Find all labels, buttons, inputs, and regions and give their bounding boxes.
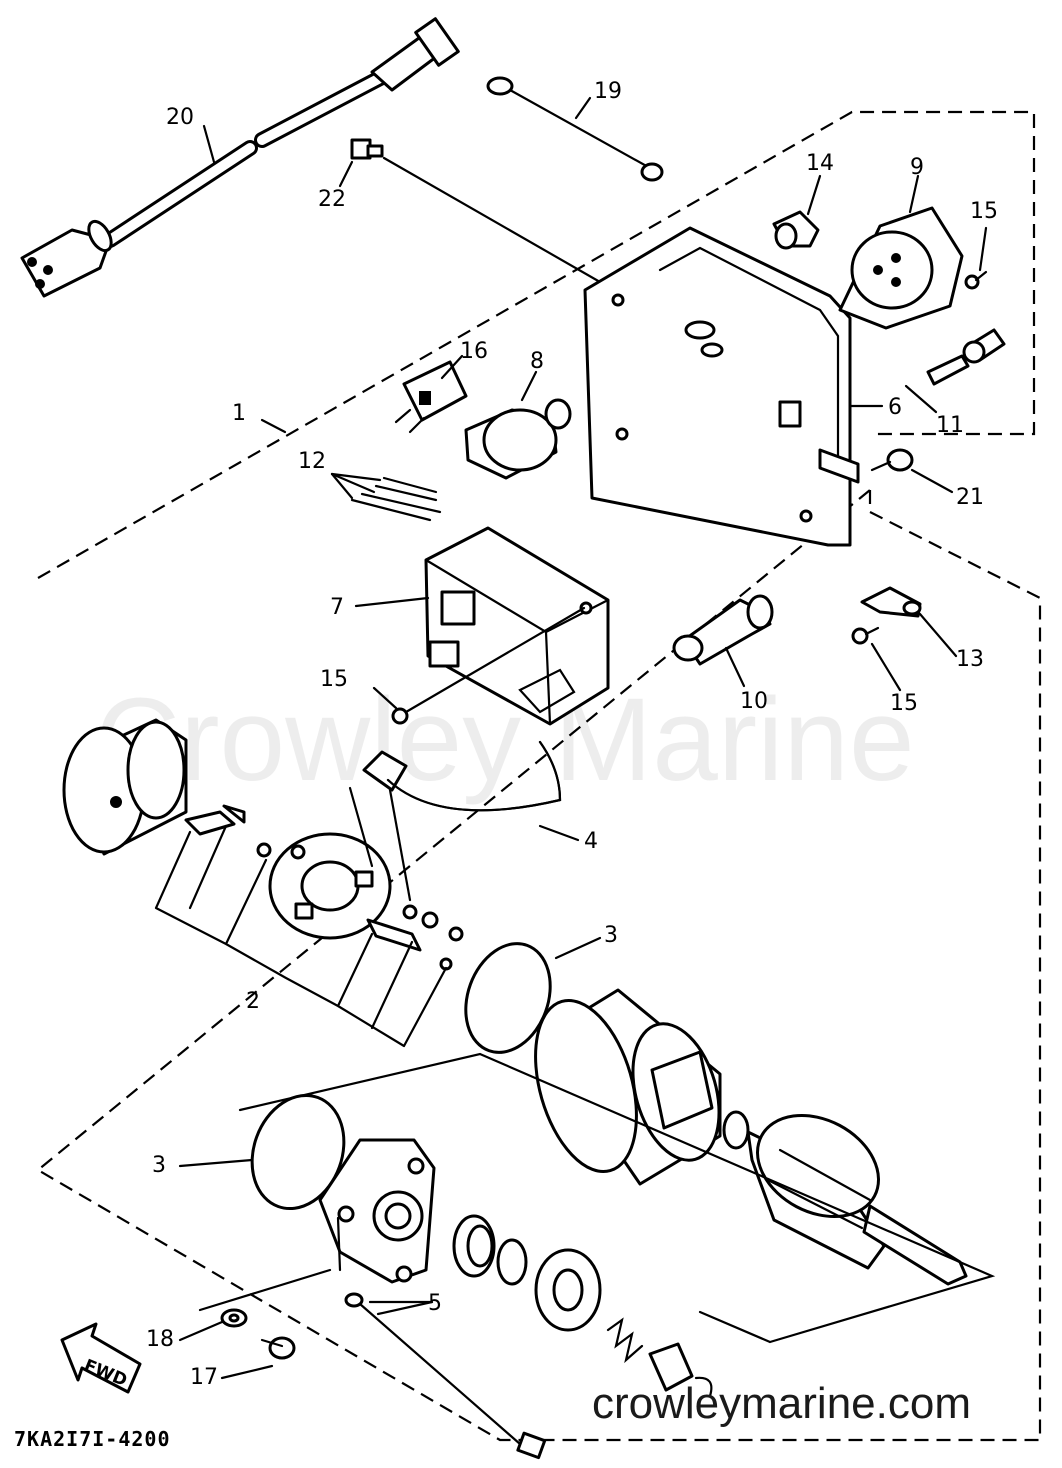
washer — [496, 1238, 528, 1286]
callout-10: 10 — [740, 689, 768, 714]
washer-18 — [220, 1308, 248, 1328]
callout-16: 16 — [460, 339, 488, 364]
end-cover — [318, 1138, 436, 1284]
callout-9: 9 — [910, 155, 924, 180]
forward-arrow: FWD — [60, 1322, 142, 1394]
callout-8: 8 — [530, 349, 544, 374]
screw-15-right — [851, 626, 880, 645]
leader-1 — [260, 418, 287, 434]
assembly-outline — [36, 110, 1042, 1442]
terminal-bolt-11 — [926, 328, 1006, 386]
bracket-lines-2 — [154, 824, 448, 1048]
callout-11: 11 — [936, 413, 964, 438]
pulser-coil-4 — [362, 740, 562, 812]
callout-15-top: 15 — [970, 199, 998, 224]
switch-8 — [464, 398, 572, 480]
callouts: 1 2 3 3 3 4 5 6 7 8 9 10 11 12 13 14 15 … — [146, 79, 998, 1390]
callout-5: 5 — [428, 1291, 442, 1316]
shaft-10 — [672, 594, 774, 666]
o-ring-3-lower — [250, 1093, 346, 1211]
callout-15-mid: 15 — [320, 667, 348, 692]
callout-17: 17 — [190, 1365, 218, 1390]
bolt-17 — [260, 1336, 296, 1360]
callout-2: 2 — [246, 989, 260, 1014]
screw-15-top — [964, 270, 988, 290]
callout-13: 13 — [956, 647, 984, 672]
reference-code: 7KA2I7I-4200 — [14, 1427, 171, 1451]
lower-assembly-frame — [198, 1052, 996, 1344]
bolt-22 — [350, 138, 602, 284]
through-bolts-5 — [344, 1292, 547, 1460]
callout-4: 4 — [584, 829, 598, 854]
leader-lines — [178, 96, 988, 1380]
callout-3-center: 3 — [604, 923, 618, 948]
ground-wire-19 — [486, 76, 664, 182]
yoke-housing — [534, 988, 722, 1186]
screw-15-mid — [391, 606, 586, 725]
cover-cap-9 — [838, 206, 964, 330]
callout-1: 1 — [232, 401, 246, 426]
stator-plate-2 — [184, 786, 464, 971]
pinion-gear — [534, 1248, 602, 1332]
callout-6: 6 — [888, 395, 902, 420]
callout-14: 14 — [806, 151, 834, 176]
callout-15-right: 15 — [890, 691, 918, 716]
callout-20: 20 — [166, 105, 194, 130]
callout-22: 22 — [318, 187, 346, 212]
wire-set-12 — [330, 472, 442, 522]
spring — [606, 1317, 644, 1364]
connector-16 — [394, 360, 468, 434]
grommet-14 — [772, 210, 820, 250]
callout-18: 18 — [146, 1327, 174, 1352]
bracket-6 — [583, 226, 860, 547]
clamp-13 — [860, 586, 922, 618]
screw-21 — [870, 448, 914, 472]
wire-harness-20 — [20, 17, 460, 298]
site-url: crowleymarine.com — [592, 1379, 971, 1428]
armature — [722, 1110, 968, 1286]
callout-7: 7 — [330, 595, 344, 620]
bushing — [452, 1214, 496, 1278]
callout-3-lower: 3 — [152, 1153, 166, 1178]
callout-21: 21 — [956, 485, 984, 510]
callout-12: 12 — [298, 449, 326, 474]
collar — [648, 1342, 713, 1398]
callout-19: 19 — [594, 79, 622, 104]
rotor-cover — [62, 718, 188, 856]
